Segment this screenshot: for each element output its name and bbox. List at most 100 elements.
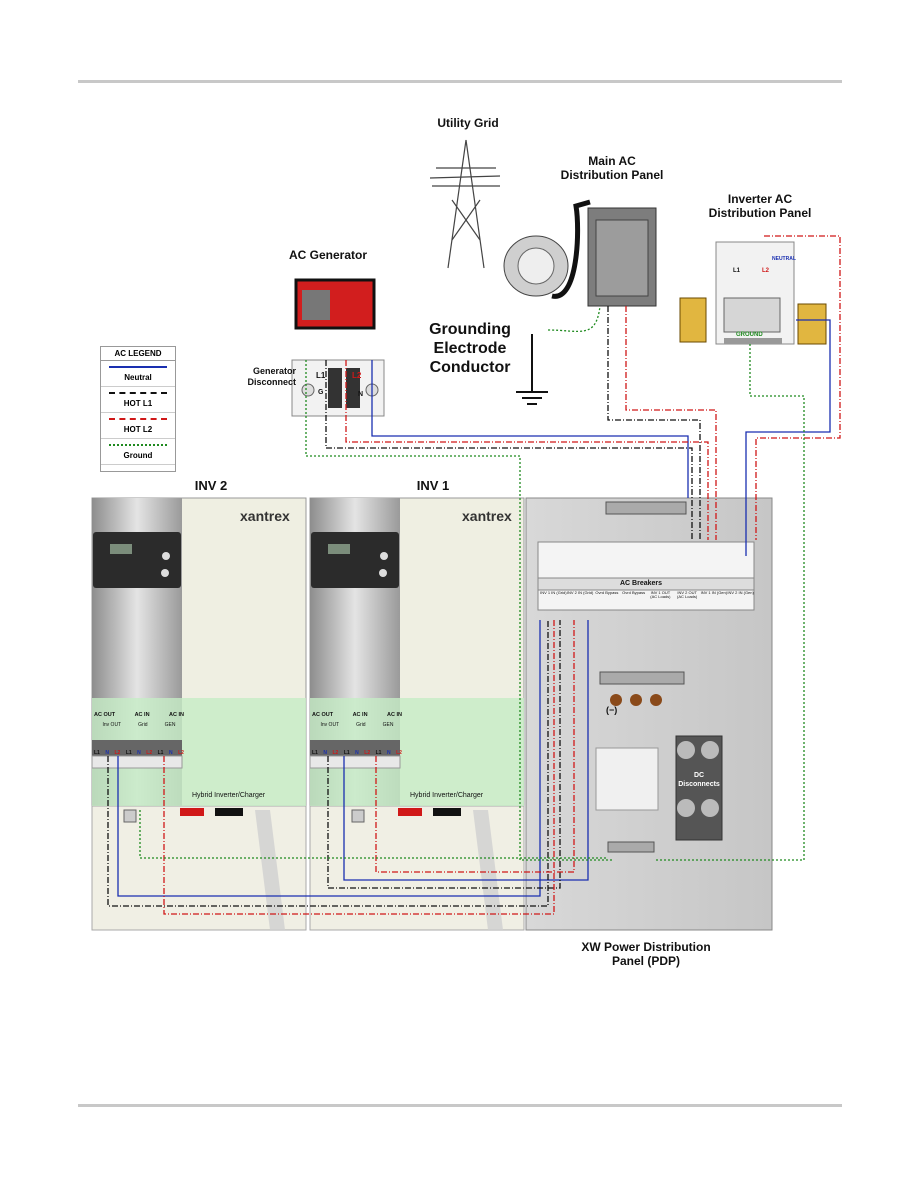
breaker-label: INV 2 IN (Grid)	[566, 590, 594, 595]
pdp-label-l1: XW Power Distribution	[581, 940, 711, 954]
inverter-ac-panel-label-l2: Distribution Panel	[708, 206, 812, 221]
header-rule	[78, 80, 842, 83]
terminal-group-label: AC OUT	[312, 712, 334, 718]
terminal-pin-label: N	[355, 750, 359, 756]
breaker-label: INV 1 IN (Grid)	[540, 590, 567, 595]
breaker-label: Ovrd Bypass	[622, 590, 646, 595]
pdp-enclosure	[525, 497, 773, 931]
inv-panel-l1-label: L1	[733, 268, 741, 274]
grounding-electrode-label-l2: Electrode	[433, 340, 507, 358]
inv-panel-l2-label: L2	[762, 268, 770, 274]
legend-item: Neutral	[101, 361, 175, 387]
legend-item: HOT L2	[101, 413, 175, 439]
breaker-label: INV 2 OUT (AC Loads)	[677, 590, 698, 600]
utility-tower-icon	[429, 139, 501, 269]
terminal-group-label: AC IN	[134, 712, 150, 718]
inv1-model-label: Hybrid Inverter/Charger	[410, 792, 484, 799]
main-ac-panel	[587, 207, 657, 307]
inverter-1	[309, 497, 525, 931]
gen-disc-l1: L1	[316, 371, 326, 380]
legend-swatch	[109, 366, 167, 368]
inv-panel-neutral-label: NEUTRAL	[772, 256, 796, 262]
terminal-group-label: AC IN	[352, 712, 368, 718]
terminal-pin-label: L1	[94, 750, 100, 756]
gen-disc-l2: L2	[352, 371, 362, 380]
pdp-label-l2: Panel (PDP)	[611, 954, 680, 969]
legend-item: HOT L1	[101, 387, 175, 413]
grounding-electrode-label-l3: Conductor	[429, 359, 511, 377]
terminal-pin-label: L1	[343, 750, 350, 756]
terminal-group-label: AC IN	[387, 712, 402, 718]
pdp-label: XW Power Distribution Panel (PDP)	[556, 940, 736, 969]
terminal-pin-label: L2	[396, 750, 402, 756]
terminal-pin-label: L2	[178, 750, 184, 756]
legend-label: HOT L1	[123, 399, 153, 408]
legend-title: AC LEGEND	[101, 347, 175, 361]
ground-rod-icon	[516, 334, 548, 405]
electric-meter-icon	[503, 235, 569, 297]
gen-disc-g: G	[318, 389, 324, 396]
terminal-sub-label: GEN	[382, 722, 394, 728]
inv1-brand: xantrex	[462, 508, 512, 524]
inv2-brand: xantrex	[240, 508, 290, 524]
outlet-icon	[679, 297, 707, 343]
inverter-2	[91, 497, 307, 931]
inverter-ac-panel-label: Inverter AC Distribution Panel	[686, 192, 834, 221]
outlet-icon	[797, 303, 827, 345]
breaker-label: Ovrd Bypass	[595, 590, 619, 595]
legend-label: HOT L2	[123, 425, 153, 434]
generator-disconnect	[291, 359, 385, 417]
inv2-label: INV 2	[194, 478, 228, 493]
ac-generator-label: AC Generator	[288, 248, 368, 262]
main-ac-panel-label-l1: Main AC	[588, 154, 636, 168]
terminal-sub-label: GEN	[164, 722, 176, 728]
pdp-dc-minus: (−)	[606, 705, 617, 715]
terminal-group-label: AC OUT	[94, 712, 116, 718]
terminal-pin-label: L2	[332, 750, 339, 756]
inv1-label: INV 1	[416, 478, 450, 493]
terminal-sub-label: Inv OUT	[320, 722, 340, 728]
inverter-ac-panel-label-l1: Inverter AC	[727, 192, 793, 206]
terminal-sub-label: Inv OUT	[102, 722, 122, 728]
legend-swatch	[109, 444, 167, 446]
legend-label: Neutral	[124, 373, 152, 382]
terminal-pin-label: L1	[312, 750, 318, 756]
terminal-group-label: AC IN	[169, 712, 184, 718]
generator-disconnect-label-l1: Generator	[252, 366, 296, 376]
main-ac-panel-label: Main AC Distribution Panel	[544, 154, 680, 183]
legend-swatch	[109, 418, 167, 420]
inv-panel-ground-label: GROUND	[736, 332, 763, 338]
terminal-pin-label: L2	[114, 750, 121, 756]
generator-disconnect-label: Generator Disconnect	[218, 366, 296, 388]
terminal-pin-label: N	[386, 750, 391, 756]
breaker-label: INV 2 IN (Gen)	[727, 590, 754, 595]
legend-label: Ground	[123, 451, 153, 460]
legend-item: Ground	[101, 439, 175, 465]
gen-disc-n: N	[358, 391, 363, 398]
wires	[107, 235, 841, 915]
terminal-pin-label: N	[168, 750, 173, 756]
breaker-label: INV 1 IN (Gen)	[700, 590, 728, 595]
footer-rule	[78, 1104, 842, 1107]
pdp-breakers-label: AC Breakers	[620, 580, 662, 587]
main-ac-panel-label-l2: Distribution Panel	[560, 168, 664, 183]
meter-cable	[551, 199, 591, 299]
terminal-pin-label: L2	[146, 750, 153, 756]
breaker-label: INV 1 OUT (AC Loads)	[650, 590, 671, 600]
grounding-electrode-label-l1: Grounding	[429, 321, 511, 338]
terminal-pin-label: N	[323, 750, 327, 756]
terminal-pin-label: L1	[157, 750, 164, 756]
inv2-model-label: Hybrid Inverter/Charger	[192, 792, 266, 799]
terminal-pin-label: L1	[375, 750, 382, 756]
terminal-pin-label: N	[105, 750, 109, 756]
terminal-pin-label: N	[137, 750, 141, 756]
inverter-ac-panel	[715, 241, 795, 345]
utility-grid-label: Utility Grid	[437, 116, 499, 130]
pdp-breaker-row: INV 1 IN (Grid)INV 2 IN (Grid)Ovrd Bypas…	[540, 590, 754, 600]
terminal-pin-label: L1	[125, 750, 132, 756]
generator-icon	[294, 278, 376, 330]
